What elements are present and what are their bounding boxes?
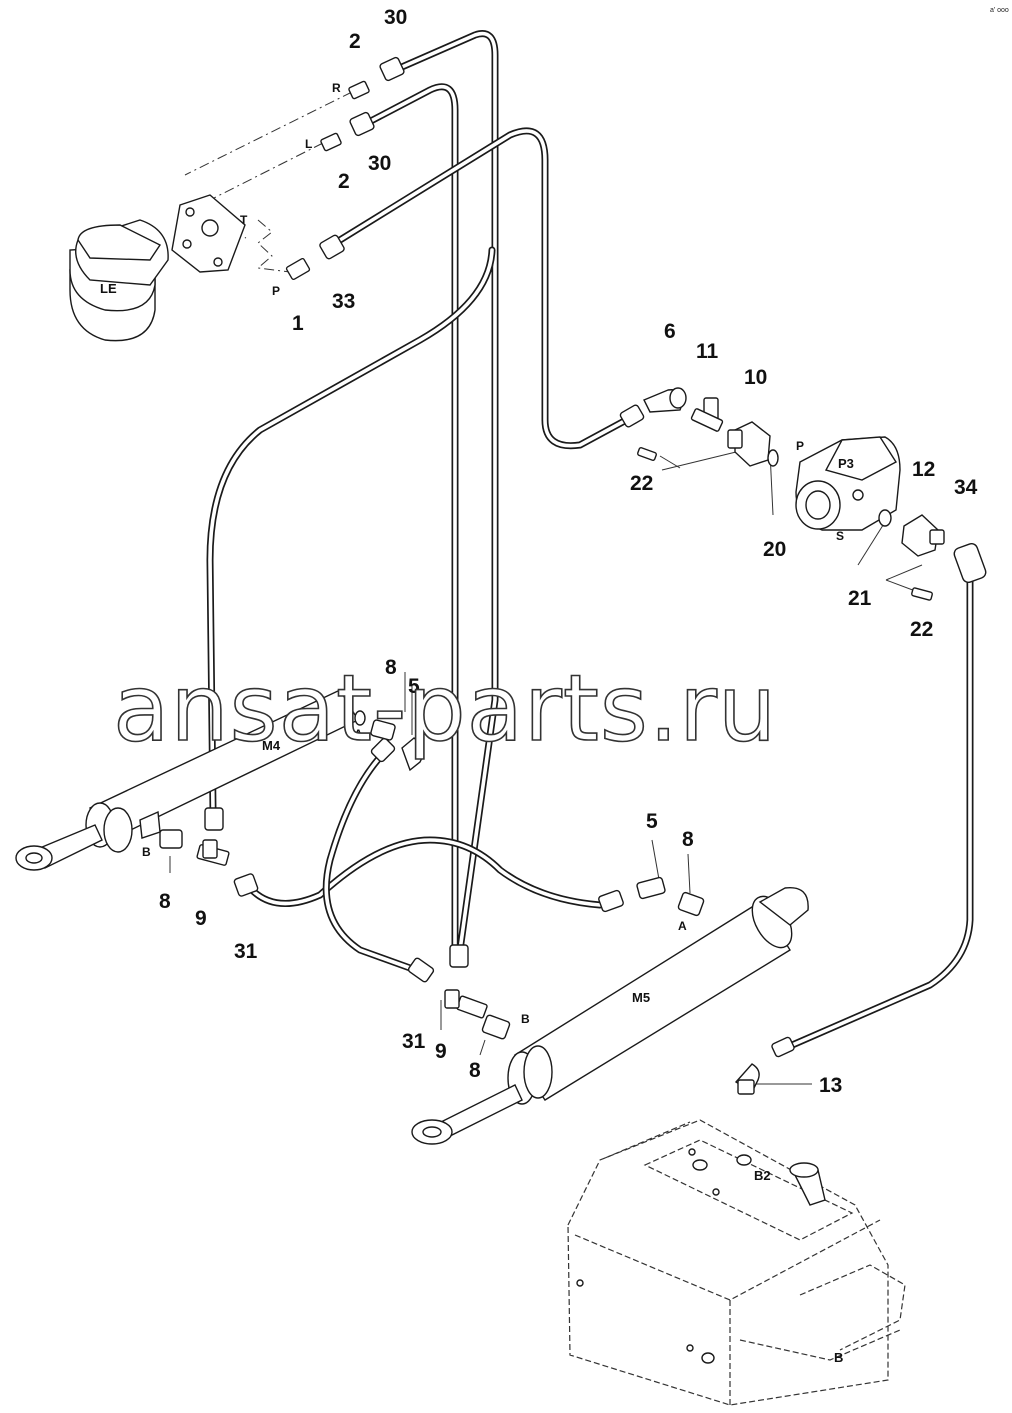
port-labels: R L T P P S A B A B xyxy=(142,81,844,1026)
callout-13: 13 xyxy=(819,1074,842,1097)
callout-20: 20 xyxy=(763,538,786,561)
callout-11: 11 xyxy=(696,340,719,363)
port-l: L xyxy=(305,137,312,151)
callout-12: 12 xyxy=(912,458,935,481)
pump-label: P3 xyxy=(838,456,854,471)
port-m5-a: A xyxy=(678,919,687,933)
port-r: R xyxy=(332,81,341,95)
callout-9-left: 9 xyxy=(195,907,207,930)
callout-34: 34 xyxy=(954,476,978,499)
port-adapters xyxy=(285,80,370,281)
callout-21: 21 xyxy=(848,587,872,610)
callout-31-left: 31 xyxy=(234,940,258,963)
pump-assembly: P3 xyxy=(637,387,945,601)
callout-31-bottom: 31 xyxy=(402,1030,426,1053)
port-m5-b: B xyxy=(521,1012,530,1026)
watermark: ansat-parts.ru xyxy=(113,655,777,762)
corner-mark: a’ ooo xyxy=(990,7,1009,14)
cylinder-m5: M5 xyxy=(411,876,809,1145)
callout-2-top: 2 xyxy=(349,30,361,53)
callout-33: 33 xyxy=(332,290,355,313)
callout-8-right: 8 xyxy=(682,828,694,851)
hoses xyxy=(206,30,974,1050)
callout-6: 6 xyxy=(664,320,676,343)
port-pump-s: S xyxy=(836,529,844,543)
callouts: 30 2 30 2 33 1 6 11 10 22 20 12 34 21 22… xyxy=(159,6,978,1097)
callout-8-left: 8 xyxy=(159,890,171,913)
port-p: P xyxy=(272,284,280,298)
callout-30-mid: 30 xyxy=(368,152,391,175)
callout-8-bottom: 8 xyxy=(469,1059,481,1082)
callout-8-top: 8 xyxy=(385,656,397,679)
tank-port-label: B2 xyxy=(754,1168,771,1183)
callout-9-bottom: 9 xyxy=(435,1040,447,1063)
port-m4-a: A xyxy=(354,727,363,741)
cylinder-m5-label: M5 xyxy=(632,990,650,1005)
callout-2-mid: 2 xyxy=(338,170,350,193)
steering-unit-label: LE xyxy=(100,281,117,296)
hose-fittings xyxy=(204,56,987,1058)
callout-10: 10 xyxy=(744,366,767,389)
port-pump-p: P xyxy=(796,439,804,453)
callout-5-right: 5 xyxy=(646,810,658,833)
port-m4-b: B xyxy=(142,845,151,859)
callout-5-top: 5 xyxy=(408,675,420,698)
port-t: T xyxy=(240,213,248,227)
cylinder-m4-label: M4 xyxy=(262,738,281,753)
callout-30-top: 30 xyxy=(384,6,407,29)
tank-label: B xyxy=(834,1350,843,1365)
hydraulic-tank: B2 B xyxy=(567,1063,906,1406)
steering-unit: LE xyxy=(69,194,246,342)
cylinder-m4: M4 xyxy=(15,689,424,871)
callout-22-b: 22 xyxy=(910,618,933,641)
callout-1: 1 xyxy=(292,312,304,335)
callout-22-a: 22 xyxy=(630,472,653,495)
